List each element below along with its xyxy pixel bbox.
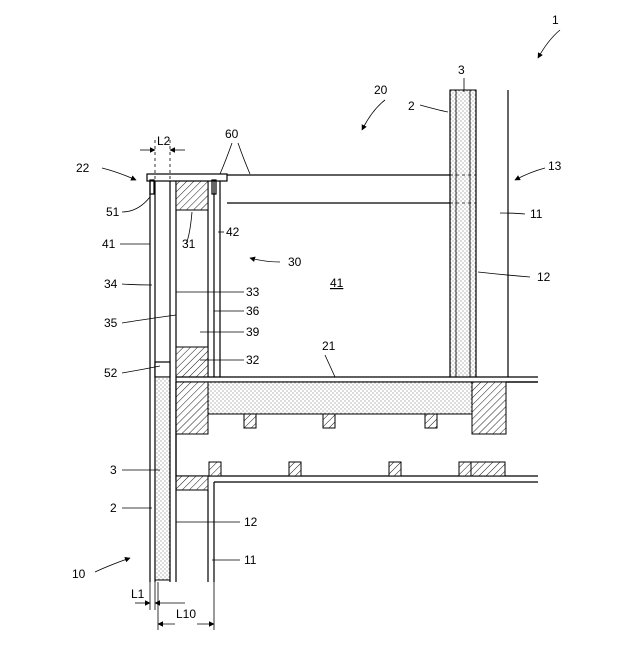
label-3-bottom: 3 [110,463,117,477]
label-10: 10 [72,567,86,581]
label-21: 21 [322,339,336,353]
label-32: 32 [246,353,260,367]
label-12-bottom: 12 [244,515,258,529]
label-30: 30 [288,255,302,269]
label-13: 13 [548,159,562,173]
label-L2: L2 [157,134,171,148]
label-2-top: 2 [408,99,415,113]
label-L10: L10 [176,607,196,621]
label-41-room: 41 [330,276,344,290]
label-35: 35 [104,316,118,330]
label-51: 51 [106,205,120,219]
member-31 [176,180,208,210]
label-12-right: 12 [537,270,551,284]
left-beam-block [176,382,208,434]
label-34: 34 [104,277,118,291]
label-42: 42 [226,225,240,239]
label-22: 22 [76,161,90,175]
label-60: 60 [225,127,239,141]
label-52: 52 [104,366,118,380]
right-beam-block [472,382,506,434]
part-51 [150,180,154,194]
label-20: 20 [374,83,388,97]
label-11-bottom: 11 [244,553,257,567]
floor-slab-layer [208,382,472,414]
lower-ceiling [176,462,538,490]
label-L1: L1 [131,587,145,601]
label-3-top: 3 [458,63,465,77]
label-31: 31 [182,237,196,251]
right-wall [450,90,508,377]
left-upper-unit-30 [147,174,227,377]
label-1: 1 [552,13,559,27]
label-36: 36 [246,304,260,318]
label-39: 39 [246,325,260,339]
label-2-bottom: 2 [110,501,117,515]
right-wall-layer-3 [450,90,476,377]
beams-60 [227,175,476,203]
lower-wall-layer-3 [155,377,170,580]
label-41-left: 41 [102,237,116,251]
member-32 [176,347,208,377]
reference-labels: 1 3 2 20 13 60 L2 22 51 31 42 41 11 30 1… [72,13,562,621]
part-52 [155,362,170,377]
label-33: 33 [246,285,260,299]
label-11-top: 11 [530,207,543,221]
